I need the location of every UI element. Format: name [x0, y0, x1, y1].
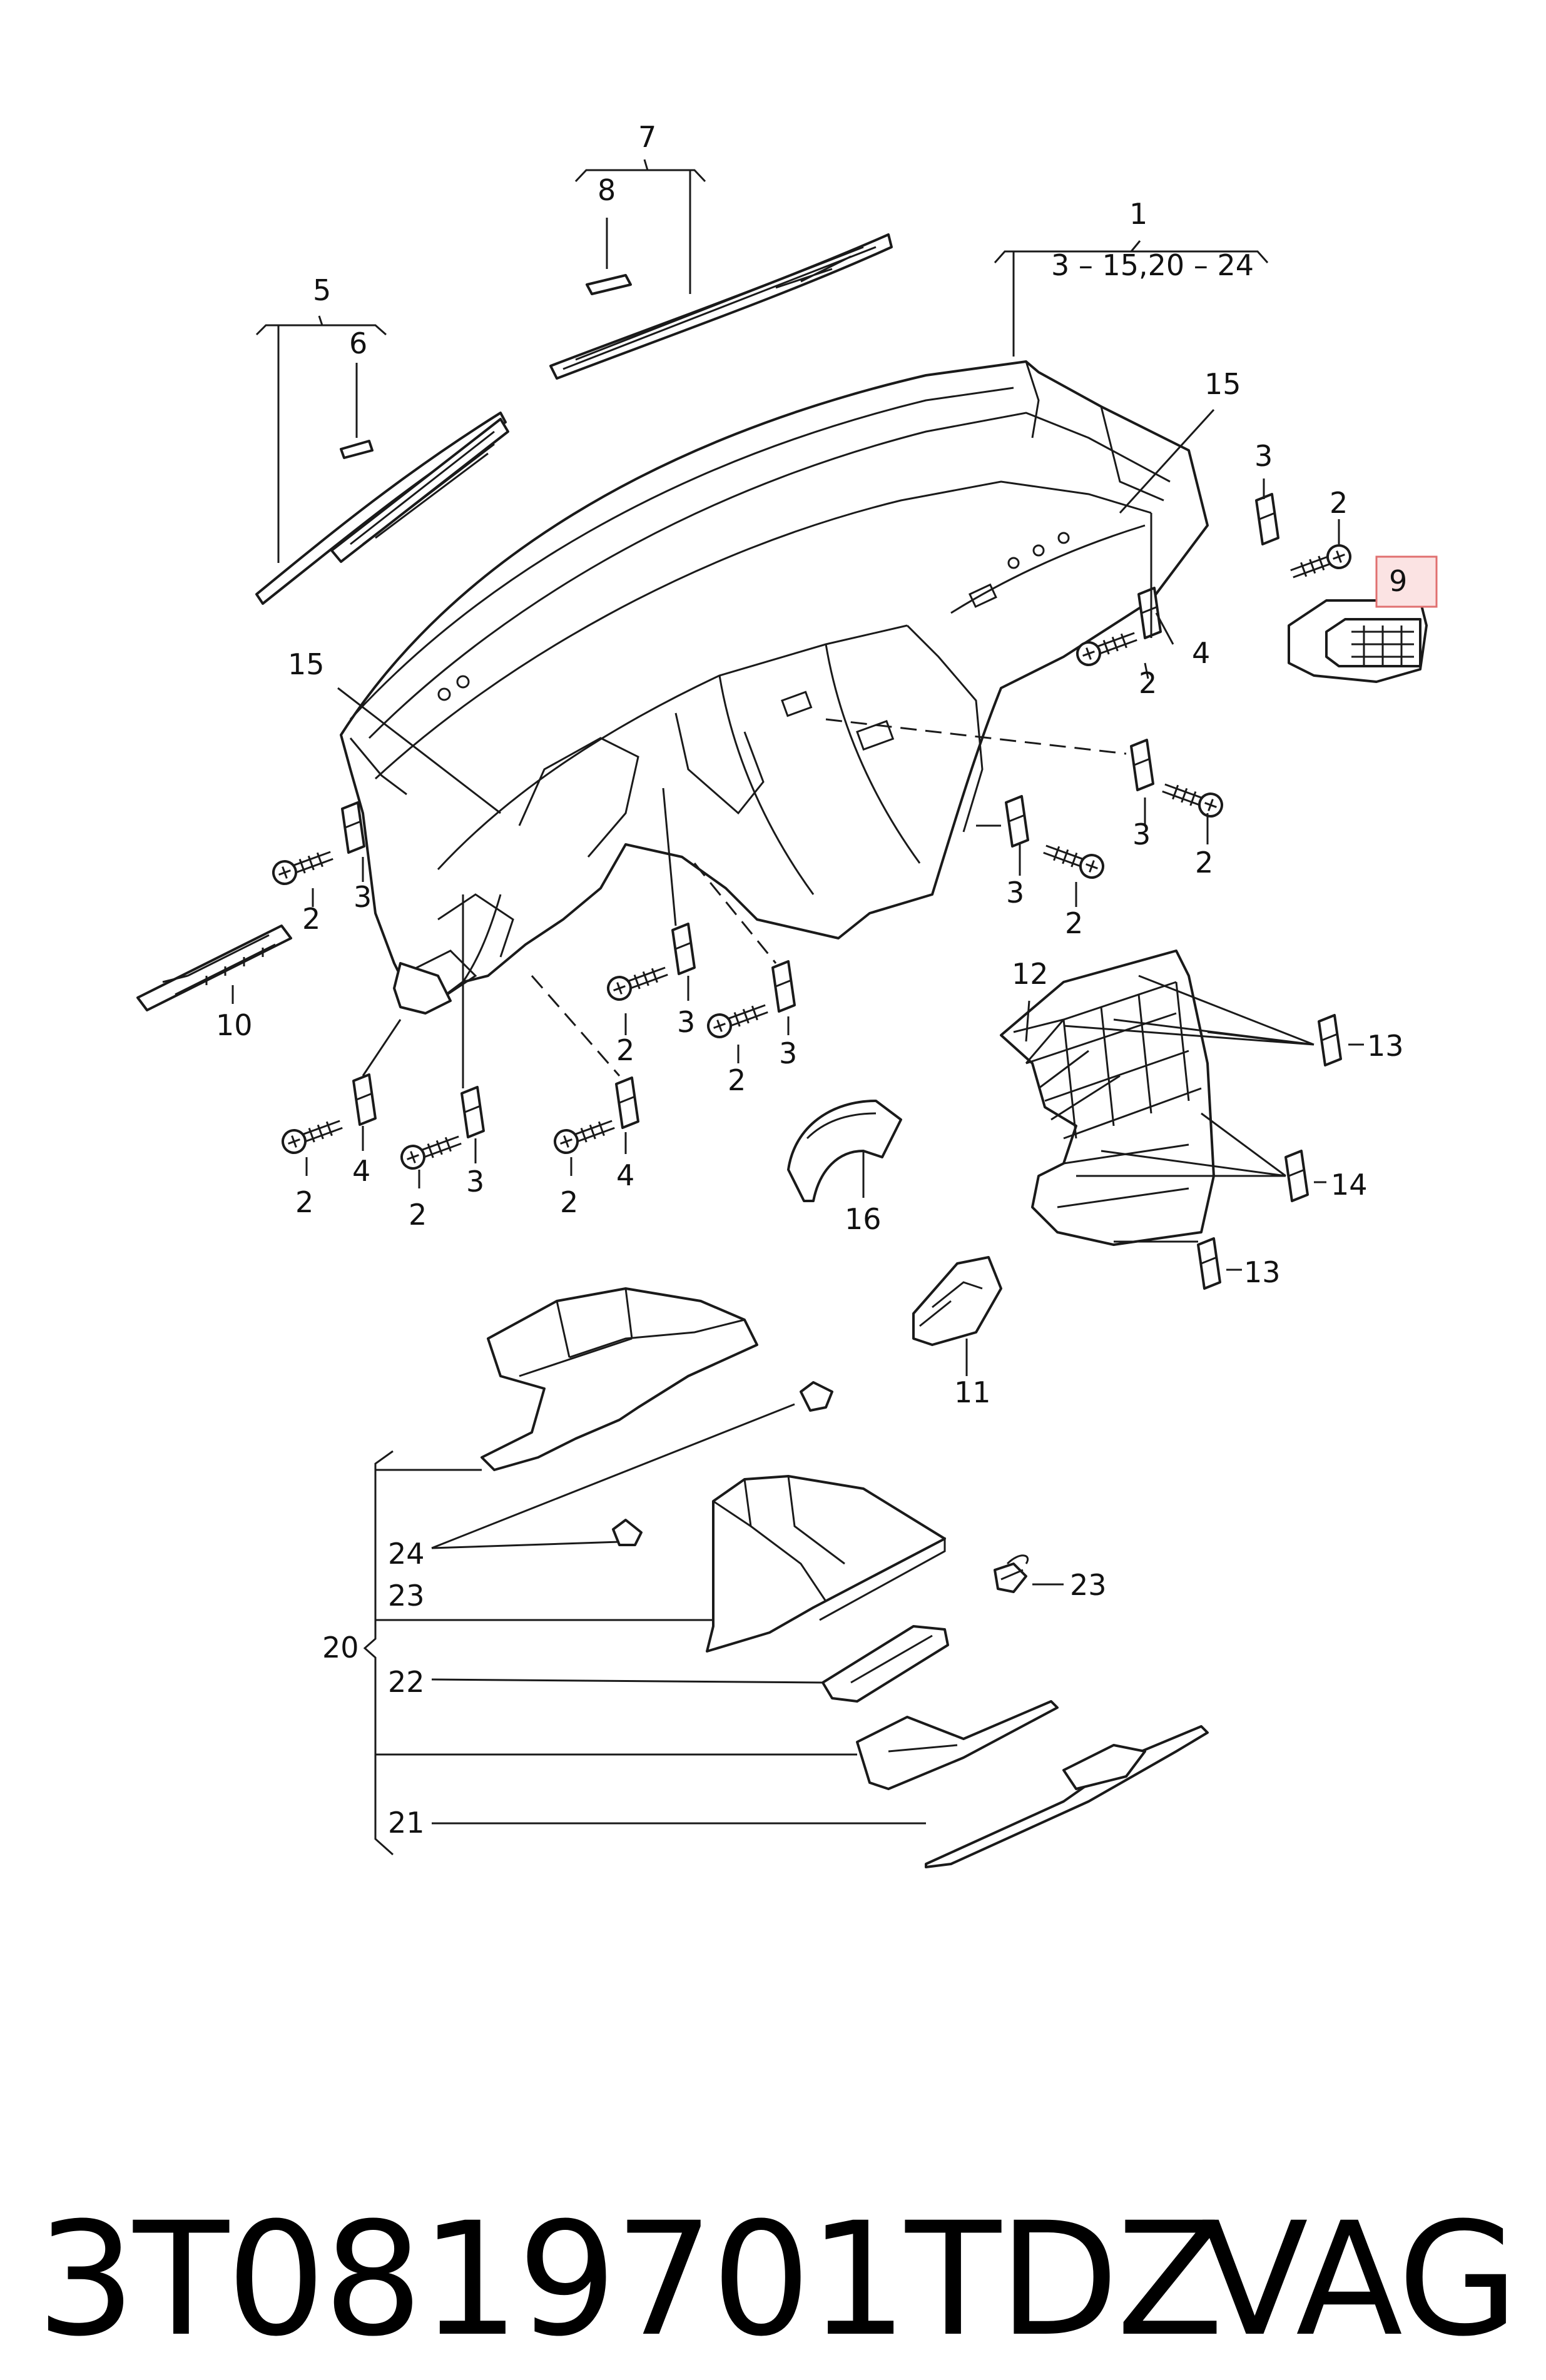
callout-labels: 1 3 – 15,20 – 24 7 8 5 6 15 3 2 9 4 2 15… — [216, 120, 1438, 1840]
callout-13-b: 13 — [1244, 1255, 1281, 1289]
center-vent-pad — [586, 274, 632, 295]
brand-name: VAG — [1201, 2189, 1518, 2371]
center-defroster-vent — [549, 233, 893, 380]
left-vent-pad — [340, 440, 374, 459]
callout-5: 5 — [313, 273, 331, 307]
callout-22: 22 — [388, 1665, 425, 1699]
side-air-vent — [1288, 599, 1428, 683]
callout-9-highlight — [1375, 555, 1438, 608]
callout-15-left: 15 — [288, 647, 325, 681]
callout-11: 11 — [954, 1375, 991, 1409]
callout-3-d: 3 — [353, 880, 372, 914]
callout-2-e: 2 — [302, 902, 320, 936]
callout-4-b: 4 — [352, 1154, 370, 1188]
leader-lines — [231, 159, 1408, 1856]
damper-23 — [994, 1562, 1027, 1593]
lid-21 — [925, 1725, 1209, 1868]
dashboard-panel — [340, 360, 1209, 1015]
callout-3-b: 3 — [1132, 818, 1151, 851]
callout-2-h: 2 — [295, 1185, 313, 1219]
callout-3-g: 3 — [466, 1165, 484, 1198]
callout-2-b: 2 — [1139, 666, 1157, 700]
callout-1: 1 — [1129, 197, 1147, 231]
callout-20: 20 — [322, 1631, 359, 1664]
callout-2-d: 2 — [1065, 906, 1083, 940]
callout-2-j: 2 — [560, 1185, 578, 1219]
callout-3-e: 3 — [677, 1005, 695, 1039]
callout-13-a: 13 — [1367, 1029, 1404, 1063]
callout-4-a: 4 — [1192, 636, 1210, 670]
callout-14: 14 — [1331, 1168, 1368, 1202]
glovebox-frame — [481, 1287, 758, 1471]
callout-10: 10 — [216, 1008, 253, 1042]
trim-strip — [136, 924, 292, 1011]
callout-23-a: 23 — [388, 1579, 425, 1613]
housing-12 — [1000, 949, 1215, 1246]
callout-6: 6 — [349, 327, 367, 360]
callout-2-f: 2 — [616, 1033, 634, 1067]
callout-2-i: 2 — [409, 1198, 427, 1232]
callout-2-c: 2 — [1195, 846, 1213, 879]
callout-2-a: 2 — [1330, 486, 1348, 520]
callout-8: 8 — [598, 173, 616, 207]
callout-16: 16 — [845, 1202, 882, 1236]
callout-12: 12 — [1012, 957, 1049, 991]
callout-9: 9 — [1389, 564, 1407, 598]
clip-parts — [341, 493, 1342, 1290]
callout-23-b: 23 — [1070, 1568, 1107, 1602]
handle-11 — [912, 1256, 1002, 1346]
latch-22 — [821, 1625, 949, 1703]
callout-3-f: 3 — [779, 1036, 797, 1070]
callout-24: 24 — [388, 1537, 425, 1571]
callout-1-range: 3 – 15,20 – 24 — [1051, 248, 1254, 282]
callout-3-a: 3 — [1254, 439, 1273, 473]
left-defroster-vent — [255, 412, 509, 605]
callout-21: 21 — [388, 1806, 425, 1840]
callout-15-right: 15 — [1204, 367, 1241, 401]
callout-3-c: 3 — [1006, 876, 1024, 909]
callout-7: 7 — [638, 120, 656, 154]
part-number: 3T0819701TDZ — [36, 2189, 1224, 2371]
callout-4-c: 4 — [616, 1158, 634, 1192]
glovebox-box — [706, 1475, 946, 1653]
cover-16 — [787, 1100, 902, 1202]
callout-2-g: 2 — [728, 1063, 746, 1097]
lid-inner — [856, 1700, 1059, 1790]
